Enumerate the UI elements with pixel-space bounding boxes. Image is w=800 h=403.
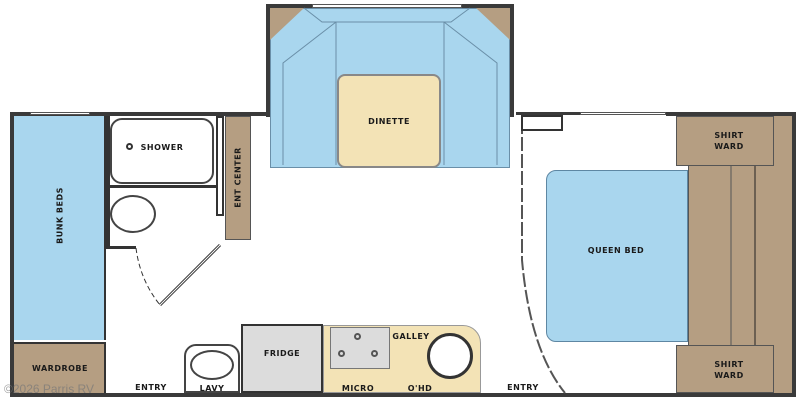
shower-drain-icon (126, 143, 133, 150)
shirt-ward-bottom (676, 345, 774, 393)
dinette-label: DINETTE (368, 117, 410, 126)
wall-top-left (10, 112, 268, 116)
galley-label: GALLEY (392, 332, 430, 341)
slide-wall-top-r (462, 4, 514, 8)
shirt-ward-top-label-2: WARD (714, 142, 744, 151)
entry-left-label: ENTRY (135, 383, 167, 392)
wall-top-right (666, 112, 796, 116)
slide-window (312, 4, 462, 8)
ent-center (225, 116, 251, 240)
bath-divider (106, 185, 224, 188)
wall-right (792, 112, 796, 397)
shirt-ward-bottom-label-2: WARD (714, 371, 744, 380)
queen-bed (546, 170, 688, 342)
bathroom-wall (106, 116, 110, 248)
shower (110, 118, 214, 184)
slide-wall-left (266, 5, 270, 117)
slide-wall-right (510, 5, 514, 117)
window-top-right (580, 112, 666, 115)
lavy-sink (184, 344, 240, 393)
micro-label: MICRO (341, 384, 375, 393)
sink-bowl-icon (190, 350, 234, 380)
fridge (241, 324, 323, 393)
bath-wall-right (216, 116, 224, 216)
fridge-label: FRIDGE (263, 349, 301, 358)
entry-right-label: ENTRY (507, 383, 539, 392)
shirt-ward-bottom-label-1: SHIRT (714, 360, 744, 369)
burner-icon (354, 333, 361, 340)
toilet-icon (110, 195, 156, 233)
lavy-label: LAVY (199, 384, 225, 393)
slide-wall-top-l (266, 4, 312, 8)
bath-wall-bottom (106, 246, 136, 249)
bunk-beds (14, 116, 106, 340)
wardrobe-label: WARDROBE (32, 364, 88, 373)
wall-top-right-stub (516, 112, 580, 115)
queen-bed-label: QUEEN BED (587, 246, 645, 255)
wardrobe (14, 342, 106, 393)
watermark: ©2026 Parris RV (4, 382, 94, 396)
wall-bottom (10, 393, 795, 397)
burner-icon (371, 350, 378, 357)
galley-sink (427, 333, 473, 379)
wall-left (10, 112, 14, 397)
ohd-label: O'HD (407, 384, 433, 393)
dinette-table (337, 74, 441, 168)
shower-label: SHOWER (140, 143, 184, 152)
shirt-ward-top (676, 116, 774, 166)
burner-icon (338, 350, 345, 357)
window-top-left (30, 112, 90, 115)
shirt-ward-top-label-1: SHIRT (714, 131, 744, 140)
